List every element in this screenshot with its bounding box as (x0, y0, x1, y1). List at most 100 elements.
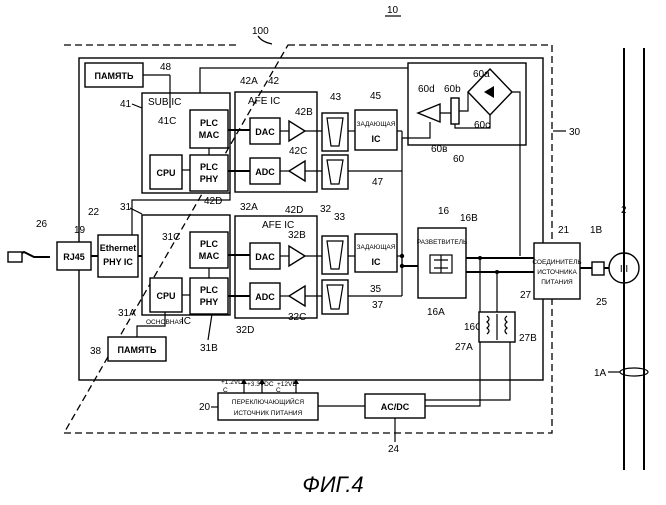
ref-32: 32 (320, 204, 332, 215)
ref-1B: 1B (590, 225, 603, 236)
ref-100: 100 (252, 26, 269, 37)
ref-26: 26 (36, 219, 48, 230)
driver-ic-top-l2: IC (372, 134, 382, 144)
ref-31A: 31A (118, 308, 136, 319)
ref-43: 43 (330, 92, 342, 103)
ref-32B: 32B (288, 230, 306, 241)
optocoupler (418, 104, 440, 122)
ref-48: 48 (160, 62, 172, 73)
filter-43 (322, 113, 348, 151)
memory-top-label: ПАМЯТЬ (95, 71, 134, 81)
v12-c: C (223, 387, 228, 394)
ref-21: 21 (558, 225, 570, 236)
driver-ic-top-l1: ЗАДАЮЩАЯ (357, 121, 396, 128)
afe-ic-top-label: AFE IC (248, 96, 280, 107)
wire-60-out (408, 122, 430, 138)
ref-37: 37 (372, 300, 384, 311)
plc-mac-top-l1: PLC (200, 118, 219, 128)
plc-mac-top (190, 110, 228, 148)
cpu-top-label: CPU (156, 168, 175, 178)
plc-phy-top-l1: PLC (200, 162, 219, 172)
acdc-label: AC/DC (381, 402, 410, 412)
ref-20: 20 (199, 402, 211, 413)
ref-60v: 60в (431, 144, 447, 155)
ref-24: 24 (388, 444, 400, 455)
ethernet-phy-l2: PHY IC (103, 257, 133, 267)
ref-32D: 32D (236, 325, 254, 336)
ref-42: 42 (268, 76, 280, 87)
ref-47: 47 (372, 177, 384, 188)
memory-bottom-label: ПАМЯТЬ (118, 345, 157, 355)
ref-16: 16 (438, 206, 450, 217)
power-connector-l2: ИСТОЧНИКА (537, 269, 577, 276)
ref-31C: 31C (162, 232, 180, 243)
plc-mac-bottom-l2: MAC (199, 251, 220, 261)
amp-rx-bottom (289, 286, 305, 306)
ref-27B: 27B (519, 333, 537, 344)
ref-32A: 32A (240, 202, 258, 213)
plc-phy-bottom (190, 278, 228, 314)
driver-ic-bottom-l2: IC (372, 257, 382, 267)
amp-rx-top (289, 161, 305, 181)
plc-mac-bottom (190, 232, 228, 268)
driver-ic-bottom-l1: ЗАДАЮЩАЯ (357, 244, 396, 251)
plc-phy-bottom-l1: PLC (200, 285, 219, 295)
switching-psu-l2: ИСТОЧНИК ПИТАНИЯ (234, 410, 303, 417)
leader-31B (208, 314, 212, 340)
dac-top-label: DAC (255, 127, 275, 137)
filter-33 (322, 236, 348, 274)
amp-tx-top (289, 121, 305, 141)
ref-42D-2: 42D (285, 205, 303, 216)
ref-60d: 60d (418, 84, 435, 95)
ref-19: 19 (74, 225, 86, 236)
ref-60c: 60c (474, 120, 490, 131)
driver-ic-top (355, 110, 397, 150)
power-connector-l1: СОЕДИНИТЕЛЬ (532, 259, 581, 266)
ref-41: 41 (120, 99, 132, 110)
plc-mac-bottom-l1: PLC (200, 239, 219, 249)
resistor-60 (451, 98, 459, 124)
power-connector-l3: ПИТАНИЯ (541, 279, 573, 286)
figure-caption: ФИГ.4 (302, 472, 363, 497)
wire-60-driver (402, 138, 408, 150)
ref-27: 27 (520, 290, 532, 301)
ref-33: 33 (334, 212, 346, 223)
ref-41C: 41C (158, 116, 176, 127)
plug-head (8, 252, 22, 262)
ref-16A: 16A (427, 307, 445, 318)
ethernet-phy-l1: Ethernet (100, 243, 137, 253)
v12b-c: C (276, 387, 281, 394)
leader-41 (132, 104, 142, 108)
switching-psu-l1: ПЕРЕКЛЮЧАЮЩИЙСЯ (232, 397, 304, 406)
plc-mac-top-l2: MAC (199, 130, 220, 140)
ref-25: 25 (596, 297, 608, 308)
ref-1A: 1A (594, 368, 607, 379)
ref-42C: 42C (289, 146, 307, 157)
ref-42A: 42A (240, 76, 258, 87)
ref-31B: 31B (200, 343, 218, 354)
ref-10: 10 (387, 5, 399, 16)
rj45-label: RJ45 (63, 252, 85, 262)
ref-60: 60 (453, 154, 465, 165)
ref-60b: 60b (444, 84, 461, 95)
plc-phy-top-l2: PHY (200, 174, 219, 184)
ref-22: 22 (88, 207, 100, 218)
leader-100 (258, 36, 272, 44)
wire-top-loop (200, 68, 408, 93)
main-ic-label-ic: IC (181, 316, 191, 327)
plc-phy-top (190, 155, 228, 191)
wire-60-to-bus (512, 92, 520, 256)
cpu-bottom-label: CPU (156, 291, 175, 301)
ref-27A: 27A (455, 342, 473, 353)
ref-42B: 42B (295, 107, 313, 118)
sub-ic-label: SUB IC (148, 97, 181, 108)
v12-label: +1.2VD (221, 379, 243, 386)
ref-31: 31 (120, 202, 132, 213)
amp-tx-bottom (289, 246, 305, 266)
ref-38: 38 (90, 346, 102, 357)
plc-phy-bottom-l2: PHY (200, 297, 219, 307)
ref-16B: 16B (460, 213, 478, 224)
ref-35: 35 (370, 284, 382, 295)
